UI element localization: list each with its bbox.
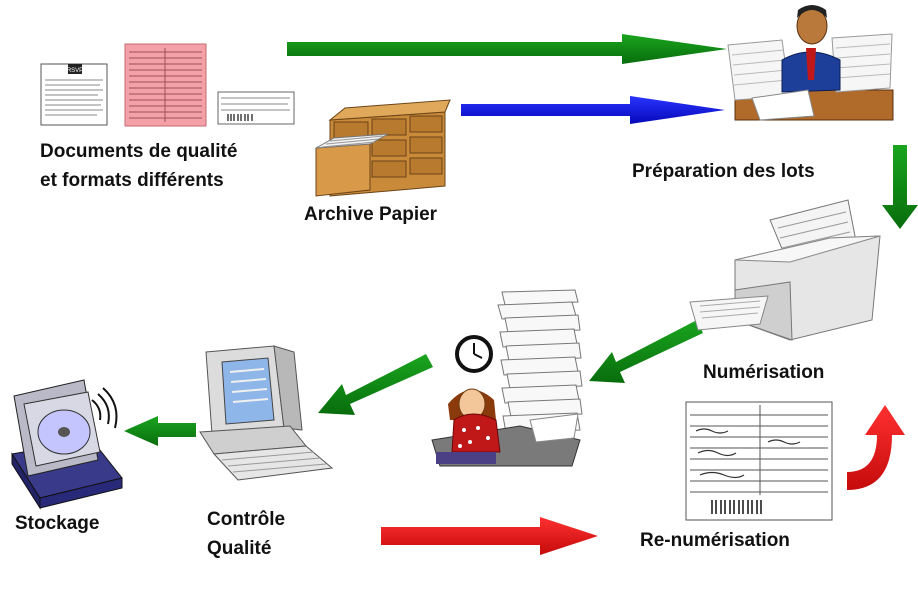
documents-label-line1: Documents de qualité bbox=[40, 141, 238, 162]
renumerisation-label: Re-numérisation bbox=[640, 530, 790, 551]
arrow-numerisation-to-operator bbox=[589, 320, 703, 383]
numerisation-label: Numérisation bbox=[703, 362, 825, 383]
documents-label: Documents de qualité et formats différen… bbox=[40, 137, 237, 195]
storage-disk-icon bbox=[11, 379, 123, 510]
overworked-clerk-icon bbox=[727, 5, 894, 121]
arrow-documents-to-preparation bbox=[287, 34, 727, 64]
arrow-operator-to-controle bbox=[318, 354, 433, 415]
arrow-renumerisation-to-numerisation bbox=[847, 405, 905, 490]
arrow-preparation-to-numerisation bbox=[882, 145, 918, 229]
computer-monitor-icon bbox=[199, 345, 334, 481]
scanner-icon bbox=[689, 199, 881, 341]
document-forms-icon: RSVP bbox=[40, 43, 295, 127]
controle-label-line1: Contrôle bbox=[207, 509, 286, 530]
documents-label-line2: et formats différents bbox=[40, 170, 224, 191]
controle-label: Contrôle Qualité bbox=[207, 505, 285, 563]
waiting-operator-icon bbox=[431, 289, 583, 467]
stockage-label: Stockage bbox=[15, 513, 100, 534]
rsvp-text: RSVP bbox=[67, 68, 83, 74]
archive-label: Archive Papier bbox=[304, 204, 438, 225]
rescan-document-icon bbox=[685, 401, 833, 521]
controle-label-line2: Qualité bbox=[207, 538, 272, 559]
preparation-label: Préparation des lots bbox=[632, 161, 815, 182]
arrow-archive-to-preparation bbox=[461, 96, 725, 124]
archive-cabinet-icon bbox=[315, 99, 451, 197]
arrow-controle-to-stockage bbox=[124, 416, 196, 446]
arrow-controle-to-renumerisation bbox=[381, 517, 598, 555]
